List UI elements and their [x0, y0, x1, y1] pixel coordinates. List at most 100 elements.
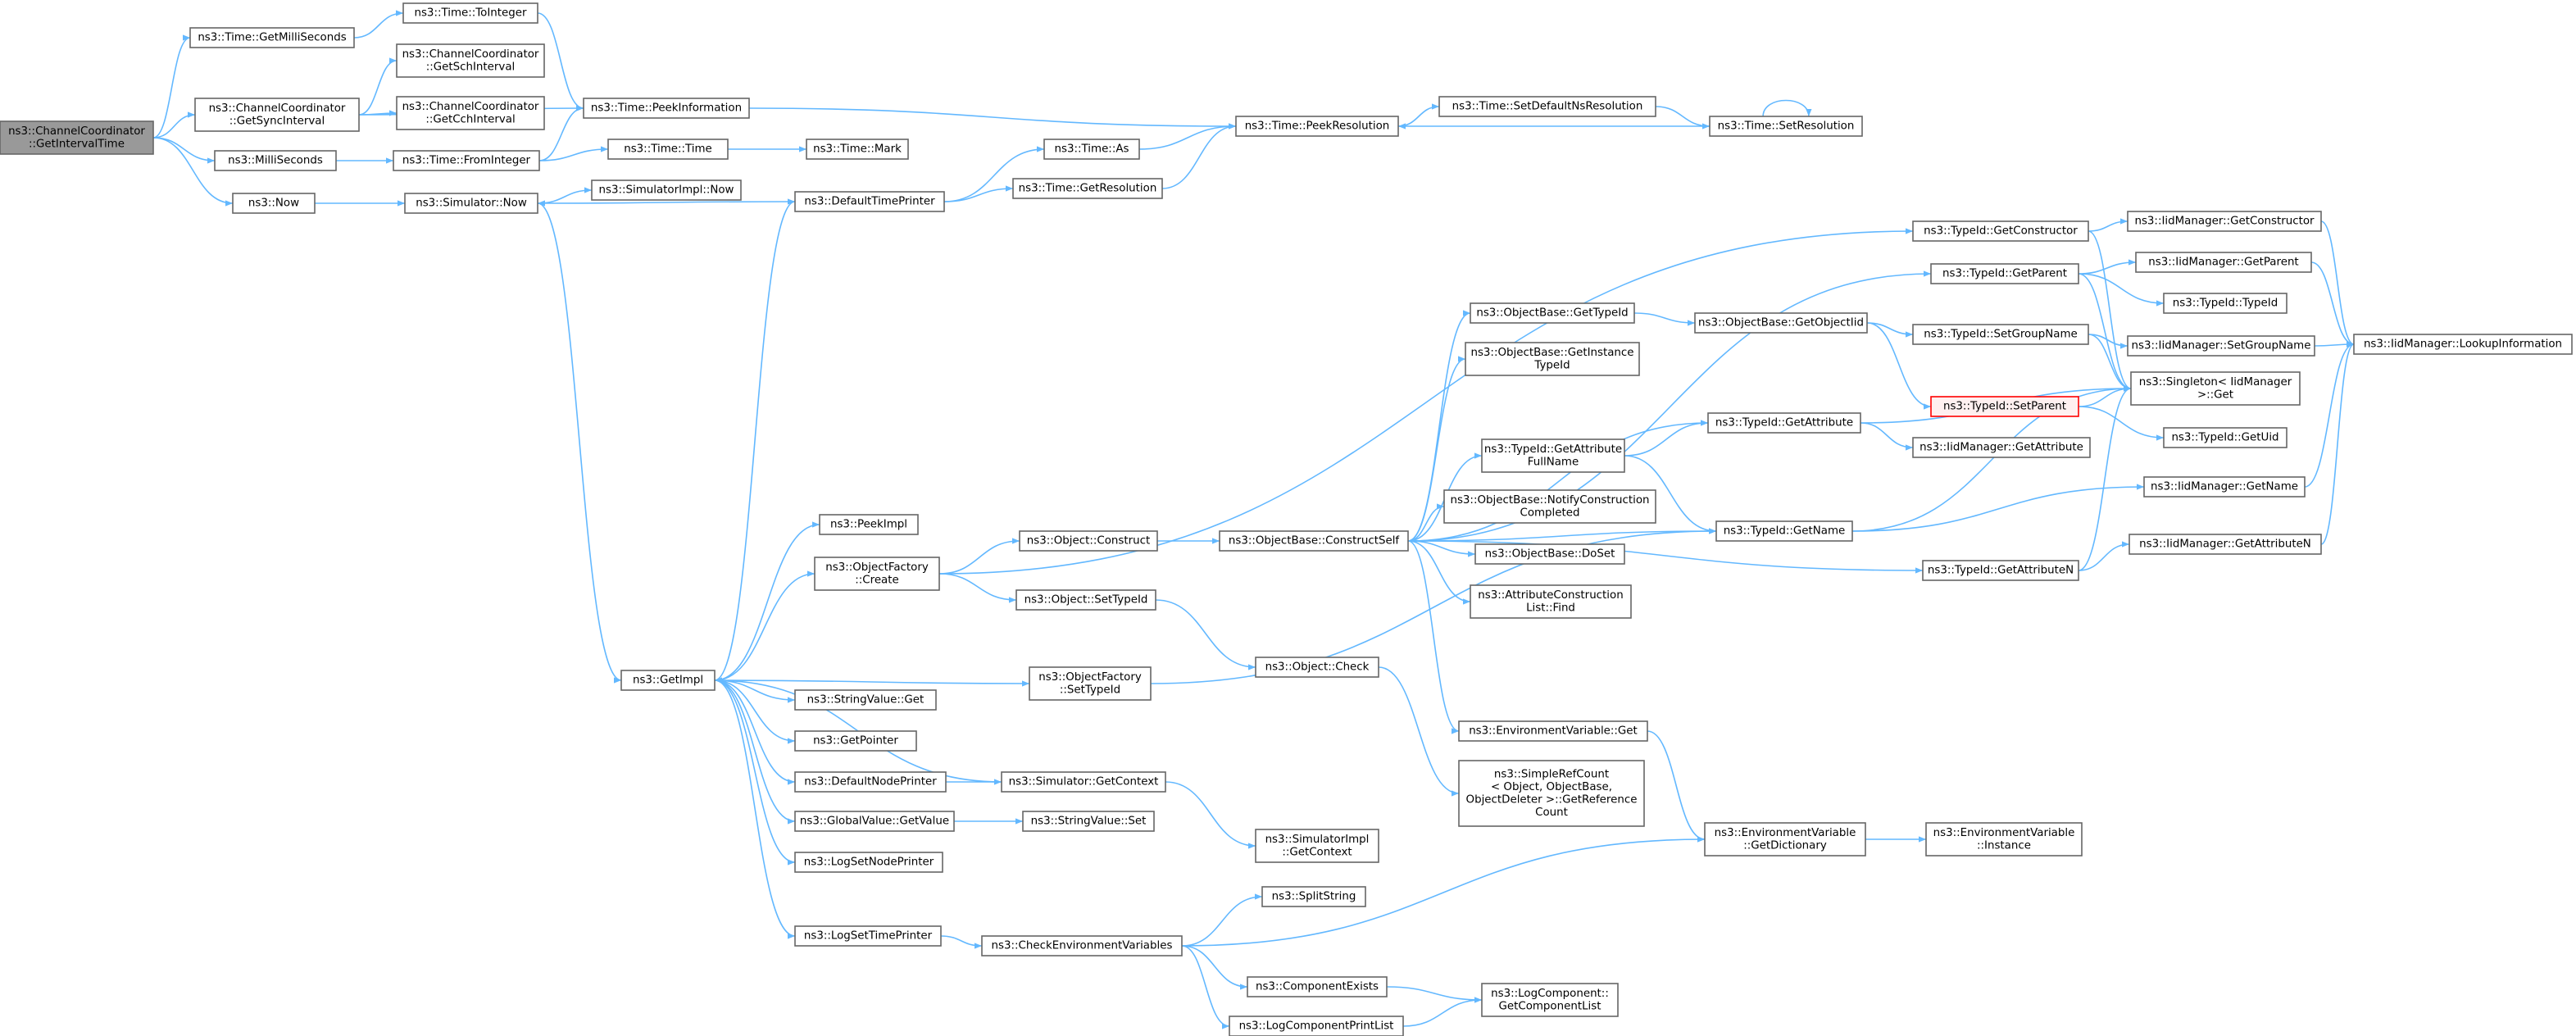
node-tid-get-attr[interactable]: ns3::TypeId::GetAttribute [1707, 412, 1861, 434]
node-label: ns3::TypeId::GetName [1724, 525, 1846, 538]
node-get-impl[interactable]: ns3::GetImpl [620, 670, 716, 691]
node-box [396, 96, 545, 130]
node-gv-get[interactable]: ns3::GlobalValue::GetValue [794, 811, 955, 832]
node-mark[interactable]: ns3::Time::Mark [806, 139, 909, 160]
edge-comp-exists-to-lc-get-cl [1386, 986, 1483, 1003]
node-iid-get-attr-n[interactable]: ns3::IidManager::GetAttributeN [2128, 534, 2322, 555]
node-tid-get-parent[interactable]: ns3::TypeId::GetParent [1930, 263, 2079, 284]
node-box [396, 43, 545, 78]
node-ob-do-set[interactable]: ns3::ObjectBase::DoSet [1474, 543, 1625, 565]
node-sv-get[interactable]: ns3::StringValue::Get [794, 689, 937, 711]
node-log-set-np[interactable]: ns3::LogSetNodePrinter [794, 852, 943, 873]
node-from-int[interactable]: ns3::Time::FromInteger [393, 150, 540, 171]
node-log-set-tp[interactable]: ns3::LogSetTimePrinter [794, 925, 942, 947]
edge-arrow [1397, 103, 1440, 127]
node-ob-get-tid[interactable]: ns3::ObjectBase::GetTypeId [1470, 302, 1635, 324]
node-set-res[interactable]: ns3::Time::SetResolution [1709, 116, 1863, 137]
node-ev-inst[interactable]: ns3::EnvironmentVariable::Instance [1925, 822, 2083, 857]
node-time-as[interactable]: ns3::Time::As [1043, 139, 1140, 160]
node-of-create[interactable]: ns3::ObjectFactory::Create [814, 557, 940, 591]
node-box [1930, 263, 2079, 284]
node-get-cch[interactable]: ns3::ChannelCoordinator::GetCchInterval [396, 96, 545, 130]
edge-tid-get-parent-to-iid-get-parent [2078, 259, 2137, 275]
node-iid-get-parent[interactable]: ns3::IidManager::GetParent [2135, 252, 2312, 273]
node-sim-now[interactable]: ns3::Simulator::Now [404, 193, 538, 214]
node-comp-exists[interactable]: ns3::ComponentExists [1247, 976, 1388, 997]
node-iid-lookup[interactable]: ns3::IidManager::LookupInformation [2353, 334, 2573, 355]
node-split-str[interactable]: ns3::SplitString [1261, 886, 1366, 907]
node-ev-get-dict[interactable]: ns3::EnvironmentVariable::GetDictionary [1704, 822, 1866, 857]
node-tid-set-parent[interactable]: ns3::TypeId::SetParent [1930, 396, 2079, 417]
edge-arrow [537, 200, 796, 207]
node-label: ns3::PeekImpl [830, 519, 907, 531]
node-to-int[interactable]: ns3::Time::ToInteger [402, 2, 538, 24]
edge-arrow [1624, 455, 1717, 534]
edge-arrow [1851, 385, 2132, 532]
node-time-time[interactable]: ns3::Time::Time [607, 139, 729, 160]
node-iid-get-attr[interactable]: ns3::IidManager::GetAttribute [1912, 437, 2091, 458]
node-lc-get-cl[interactable]: ns3::LogComponent::GetComponentList [1481, 983, 1619, 1017]
edge-of-create-to-obj-set-tid [938, 573, 1017, 603]
node-root[interactable]: ns3::ChannelCoordinator::GetIntervalTime [0, 120, 154, 155]
node-label: ns3::Time::PeekInformation [591, 102, 742, 115]
node-label: ns3::StringValue::Get [807, 694, 925, 707]
edge-arrow [943, 185, 1014, 202]
node-check-env[interactable]: ns3::CheckEnvironmentVariables [981, 935, 1183, 956]
node-tid-get-uid[interactable]: ns3::TypeId::GetUid [2163, 427, 2288, 448]
node-label: ns3::TypeId::GetAttribute [1715, 417, 1853, 429]
node-get-sch[interactable]: ns3::ChannelCoordinator::GetSchInterval [396, 43, 545, 78]
node-peek-res[interactable]: ns3::Time::PeekResolution [1235, 116, 1399, 137]
node-ob-notify[interactable]: ns3::ObjectBase::NotifyConstructionCompl… [1443, 489, 1656, 524]
node-tid-get-name[interactable]: ns3::TypeId::GetName [1715, 520, 1853, 542]
node-box [0, 120, 154, 155]
node-of-set-tid[interactable]: ns3::ObjectFactory::SetTypeId [1029, 666, 1152, 701]
edge-obj-set-tid-to-obj-check [1155, 599, 1256, 670]
node-iid-set-group[interactable]: ns3::IidManager::SetGroupName [2127, 335, 2315, 357]
node-ob-cs[interactable]: ns3::ObjectBase::ConstructSelf [1219, 530, 1409, 552]
node-label: ns3::ComponentExists [1256, 981, 1379, 993]
node-ob-get-oiid[interactable]: ns3::ObjectBase::GetObjectIid [1694, 312, 1868, 334]
node-sim-impl-ctx[interactable]: ns3::SimulatorImpl::GetContext [1255, 829, 1379, 863]
node-peek-info[interactable]: ns3::Time::PeekInformation [583, 98, 750, 119]
node-iid-get-cons[interactable]: ns3::IidManager::GetConstructor [2127, 211, 2322, 232]
node-box [2130, 371, 2301, 406]
node-singleton-get[interactable]: ns3::Singleton< IidManager>::Get [2130, 371, 2301, 406]
node-label: List::Find [1526, 602, 1575, 614]
node-sim-get-ctx[interactable]: ns3::Simulator::GetContext [1001, 771, 1166, 793]
node-tid-set-group[interactable]: ns3::TypeId::SetGroupName [1912, 324, 2089, 345]
node-sv-set[interactable]: ns3::StringValue::Set [1022, 811, 1155, 832]
node-label: ns3::ObjectBase::DoSet [1485, 548, 1615, 561]
node-box [1930, 396, 2079, 417]
node-get-sync[interactable]: ns3::ChannelCoordinator::GetSyncInterval [194, 98, 360, 132]
node-obj-construct[interactable]: ns3::Object::Construct [1019, 530, 1158, 552]
node-obj-set-tid[interactable]: ns3::Object::SetTypeId [1015, 589, 1156, 611]
node-label: ns3::LogComponent:: [1491, 988, 1609, 1000]
node-peek-impl[interactable]: ns3::PeekImpl [819, 514, 919, 535]
edge-of-create-to-obj-construct [938, 538, 1020, 575]
node-now[interactable]: ns3::Now [232, 193, 316, 214]
node-tid-type-id[interactable]: ns3::TypeId::TypeId [2163, 293, 2288, 314]
edge-ob-cs-to-ob-notify [1407, 503, 1445, 542]
node-obj-check[interactable]: ns3::Object::Check [1255, 657, 1379, 678]
node-log-comp-pl[interactable]: ns3::LogComponentPrintList [1229, 1016, 1404, 1036]
node-box [591, 179, 742, 201]
node-def-np[interactable]: ns3::DefaultNodePrinter [794, 771, 947, 793]
node-milli-sec[interactable]: ns3::MilliSeconds [214, 150, 337, 171]
node-def-tp[interactable]: ns3::DefaultTimePrinter [794, 191, 945, 212]
node-tid-get-attr-n[interactable]: ns3::TypeId::GetAttributeN [1922, 560, 2079, 581]
node-ev-get[interactable]: ns3::EnvironmentVariable::Get [1458, 720, 1648, 742]
node-get-milli[interactable]: ns3::Time::GetMilliSeconds [189, 27, 355, 48]
edge-arrow [538, 105, 584, 161]
node-sim-impl-now[interactable]: ns3::SimulatorImpl::Now [591, 179, 742, 201]
node-tid-get-cons[interactable]: ns3::TypeId::GetConstructor [1912, 220, 2089, 242]
node-src-get-ref[interactable]: ns3::SimpleRefCount< Object, ObjectBase,… [1458, 760, 1645, 827]
node-set-def-ns[interactable]: ns3::Time::SetDefaultNsResolution [1438, 96, 1656, 117]
node-get-res[interactable]: ns3::Time::GetResolution [1012, 178, 1163, 199]
edge-arrow [1655, 106, 1711, 130]
node-get-ptr[interactable]: ns3::GetPointer [794, 730, 917, 752]
node-label: ns3::Object::SetTypeId [1024, 594, 1148, 607]
node-iid-get-name[interactable]: ns3::IidManager::GetName [2143, 476, 2306, 498]
